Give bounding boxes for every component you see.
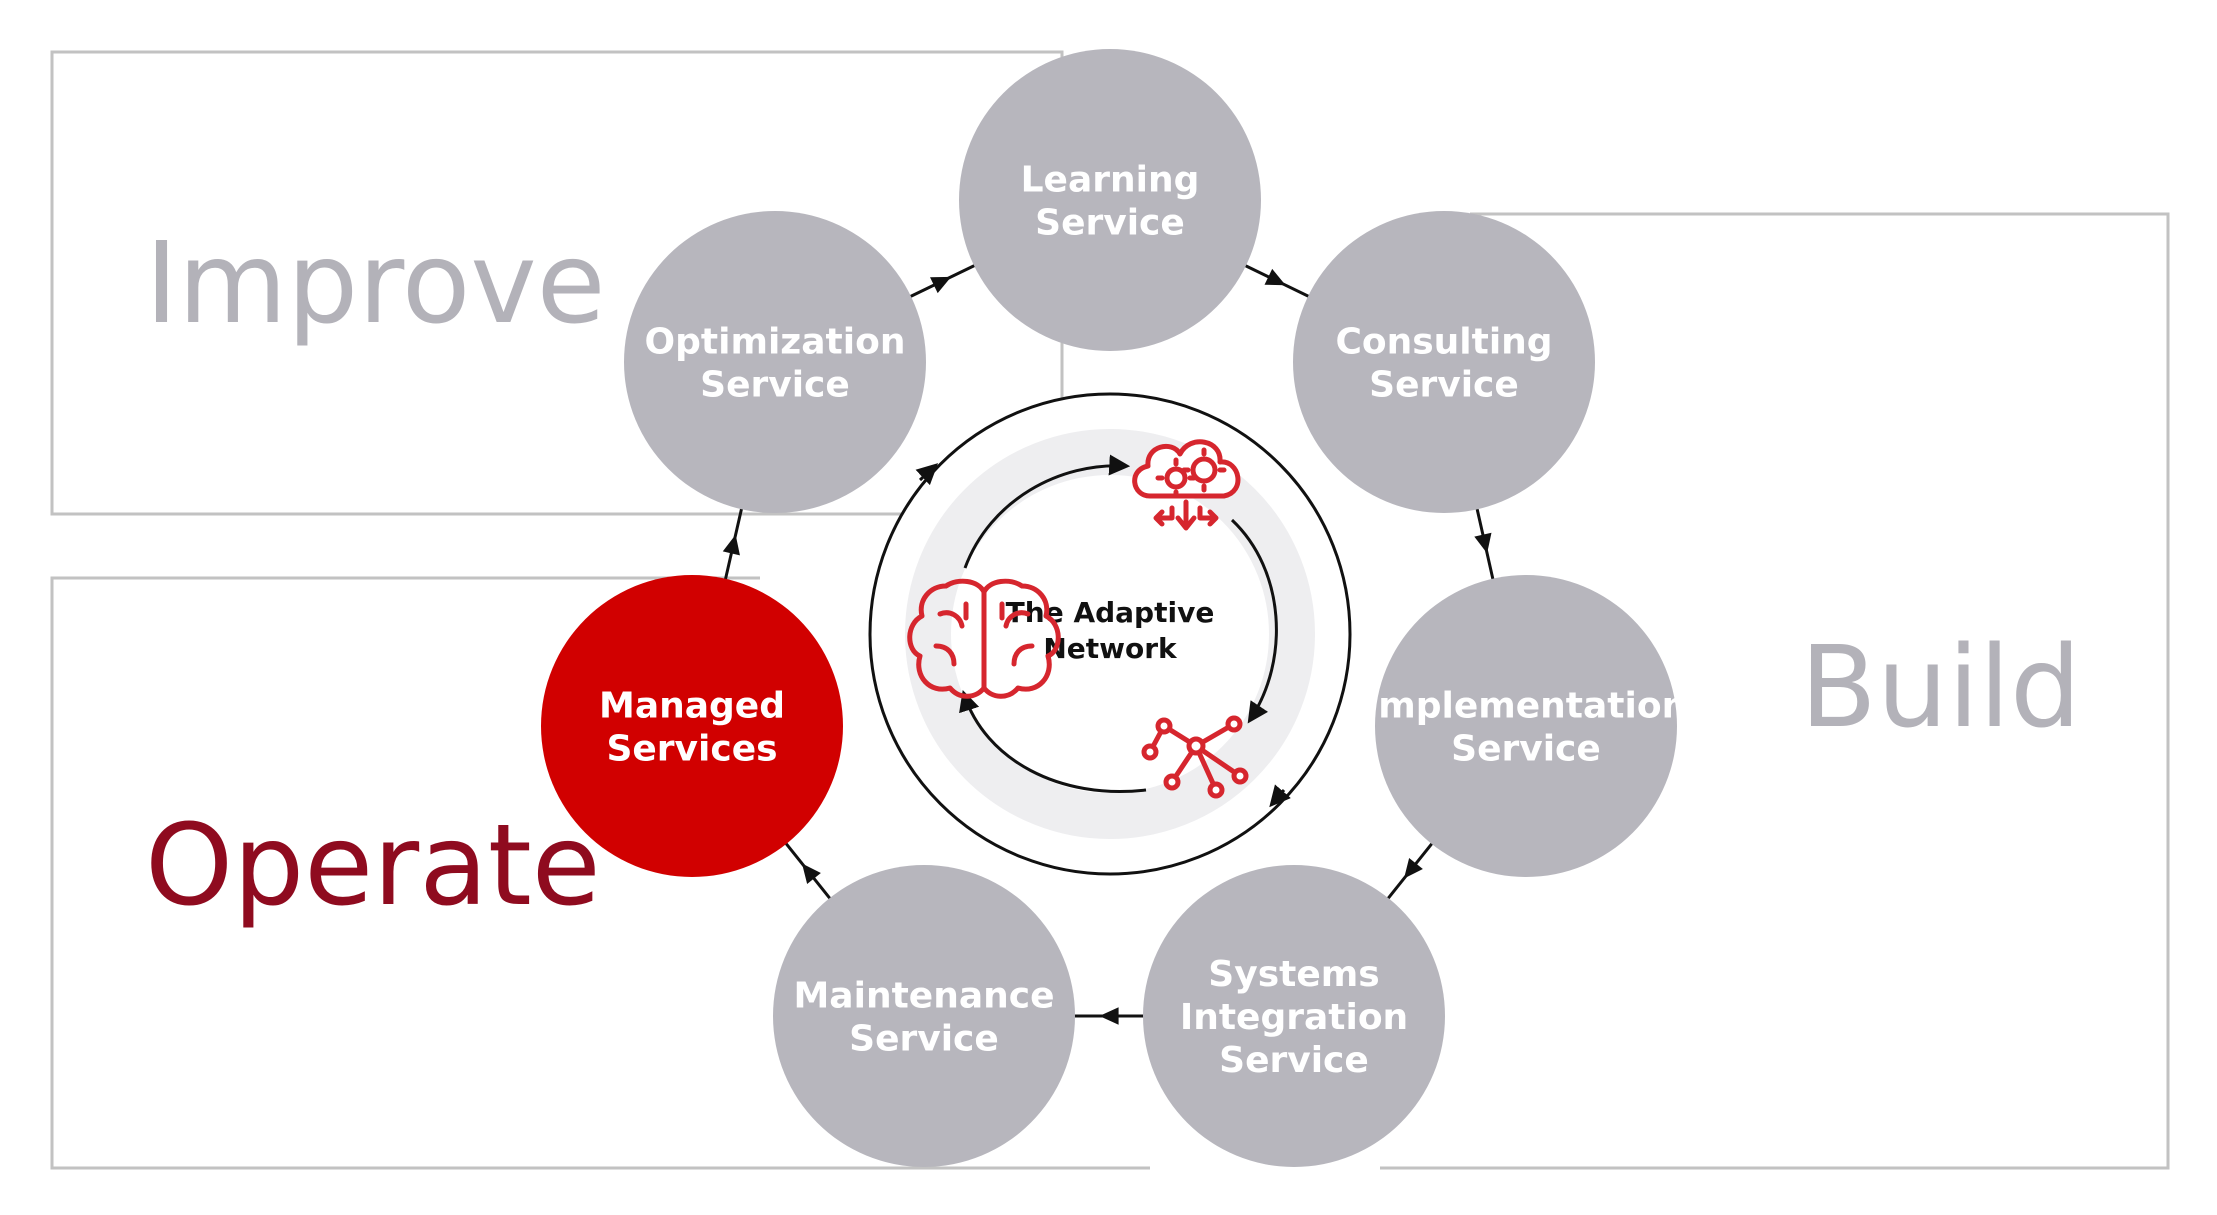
cloud-gears-icon	[1132, 439, 1241, 531]
service-label-learning-line-1: Learning	[1021, 160, 1200, 201]
service-label-managed-line-1: Managed	[599, 686, 785, 727]
connector-arrowhead-implementation	[1404, 858, 1423, 879]
connector-arrowhead-managed	[722, 534, 740, 556]
service-circle-systems-integration	[1143, 865, 1445, 1167]
build-frame	[1380, 212, 2170, 1170]
phase-label-improve: Improve	[145, 219, 606, 349]
cycle-connectors	[722, 263, 1495, 1025]
connector-arrowhead-systems-integration	[1099, 1007, 1119, 1025]
service-label-implementation-line-2: Service	[1451, 729, 1601, 770]
service-circle-maintenance	[773, 865, 1075, 1167]
service-label-learning-line-2: Service	[1035, 203, 1185, 244]
inner-arrow-network-to-brain	[959, 689, 1147, 793]
connector-arrowhead-consulting	[1474, 532, 1492, 554]
service-label-consulting-line-1: Consulting	[1335, 322, 1552, 363]
operate-frame	[50, 576, 1150, 1170]
service-circle-implementation	[1375, 575, 1677, 877]
connector-arrowhead-optimization	[930, 276, 952, 294]
service-label-consulting-line-2: Service	[1369, 365, 1519, 406]
service-label-maintenance-line-1: Maintenance	[793, 976, 1054, 1017]
service-circle-optimization	[624, 211, 926, 513]
service-label-maintenance-line-2: Service	[849, 1019, 999, 1060]
network-nodes-icon	[1141, 715, 1249, 799]
service-label-systems-integration-line-2: Integration	[1180, 997, 1408, 1038]
center-title-line2: Network	[1043, 632, 1178, 665]
service-label-systems-integration-line-3: Service	[1219, 1040, 1369, 1081]
center-ring-arrow-bottom	[1269, 784, 1291, 808]
connector-arrowhead-learning	[1264, 268, 1286, 286]
service-circles: LearningServiceConsultingServiceImplemen…	[541, 49, 1687, 1167]
inner-arrow-brain-to-cloud	[963, 454, 1131, 569]
inner-arrow-cloud-to-network	[1230, 518, 1278, 724]
service-label-managed-line-2: Services	[606, 729, 777, 770]
service-circle-consulting	[1293, 211, 1595, 513]
center-ring-arrow-top	[915, 463, 939, 486]
service-circle-managed	[541, 575, 843, 877]
phase-label-build: Build	[1800, 623, 2081, 753]
service-label-systems-integration-line-1: Systems	[1208, 954, 1379, 995]
center-title-line1: The Adaptive	[1006, 596, 1215, 629]
center-inner-band	[905, 429, 1315, 839]
phase-label-operate: Operate	[145, 801, 601, 931]
brain-icon	[907, 578, 1061, 699]
service-label-optimization-line-1: Optimization	[645, 322, 906, 363]
connector-arrowhead-maintenance	[802, 863, 821, 884]
service-circle-learning	[959, 49, 1261, 351]
service-label-implementation-line-1: Implementation	[1365, 686, 1687, 727]
service-label-optimization-line-2: Service	[700, 365, 850, 406]
